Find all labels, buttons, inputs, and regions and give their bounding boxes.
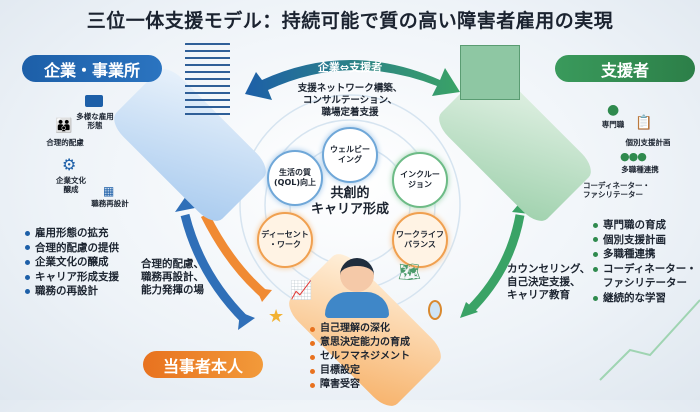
list-item: 合理的配慮の提供 [25, 241, 119, 256]
list-item: 多職種連携 [593, 247, 700, 262]
company-supporter-link-text: 支援ネットワーク構築、コンサルテーション、職場定着支援 [297, 83, 403, 118]
list-item: 自己理解の深化 [310, 322, 410, 336]
clipboard-icon: 📋 [635, 115, 653, 131]
growth-line [599, 299, 700, 381]
supporter-bullets: 専門職の育成 個別支援計画 多職種連携 コーディネーター・ファシリテーター 継続… [593, 218, 700, 306]
right-arrow [466, 214, 525, 314]
person-avatar-icon [340, 258, 374, 292]
company-person-link-text: 合理的配慮、職務再設計、能力発揮の場 [141, 258, 204, 296]
list-item: 企業文化の醸成 [25, 255, 119, 270]
professional-icon: ● [607, 102, 620, 118]
company-icon-label: 合理的配慮 [46, 138, 84, 147]
company-icon-label: 企業文化醸成 [56, 176, 86, 195]
list-item: 雇用形態の拡充 [25, 226, 119, 241]
top-arrow [245, 60, 460, 100]
family-icon: 👪 [55, 118, 73, 134]
growth-chart-icon: 📈 [290, 280, 313, 301]
org-chart-icon: ▦ [103, 184, 115, 198]
gear-icon: ⚙ [62, 155, 77, 174]
mirror-icon [428, 300, 442, 320]
list-item: セルフマネジメント [310, 350, 410, 364]
person-bullets: 自己理解の深化 意思決定能力の育成 セルフマネジメント 目標設定 障害受容 [310, 322, 410, 392]
core-concept: 共創的キャリア形成 [310, 186, 389, 217]
supporter-icon-label: 専門職 [601, 120, 625, 129]
list-item: コーディネーター・ファシリテーター [593, 262, 700, 291]
person-body-icon [325, 292, 389, 318]
supporter-icon-label: 多職種連携 [621, 165, 659, 174]
company-icon-label: 多様な雇用形態 [76, 112, 114, 131]
briefcase-icon [85, 95, 103, 107]
supporter-icon-label: コーディネーター・ファシリテーター [583, 181, 650, 200]
company-supporter-arrow-label: 企業⇔支援者 [317, 61, 383, 74]
list-item: キャリア形成支援 [25, 270, 119, 285]
value-circle-wellbeing: ウェルビーイング [322, 127, 378, 183]
left-arrow [180, 213, 249, 324]
supporter-icon-label: 個別支援計画 [625, 138, 671, 147]
office-building-icon [185, 42, 230, 120]
list-item: 専門職の育成 [593, 218, 700, 233]
person-banner: 当事者本人 [143, 351, 263, 378]
team-icon: ●●● [620, 150, 647, 163]
map-icon: 🗺 [398, 262, 421, 283]
supporter-banner: 支援者 [555, 55, 695, 82]
value-circle-work-life-balance: ワークライフバランス [392, 212, 448, 268]
page-title: 三位一体支援モデル：持続可能で質の高い障害者雇用の実現 [86, 10, 614, 32]
list-item: 職務の再設計 [25, 284, 119, 299]
list-item: 継続的な学習 [593, 291, 700, 306]
value-circle-qol: 生活の質(QOL)向上 [267, 150, 323, 206]
list-item: 個別支援計画 [593, 233, 700, 248]
consultation-room-icon [460, 45, 520, 100]
list-item: 障害受容 [310, 378, 410, 392]
value-circle-inclusion: インクルージョン [392, 152, 448, 208]
star-icon: ★ [268, 306, 285, 327]
background-graphics [175, 60, 700, 381]
list-item: 目標設定 [310, 364, 410, 378]
value-circle-decent-work: ディーセント・ワーク [257, 212, 313, 268]
company-bullets: 雇用形態の拡充 合理的配慮の提供 企業文化の醸成 キャリア形成支援 職務の再設計 [25, 226, 119, 299]
company-icon-label: 職務再設計 [91, 199, 129, 208]
company-banner: 企業・事業所 [22, 55, 162, 82]
list-item: 意思決定能力の育成 [310, 336, 410, 350]
supporter-person-link-text: カウンセリング、自己決定支援、キャリア教育 [507, 263, 591, 301]
